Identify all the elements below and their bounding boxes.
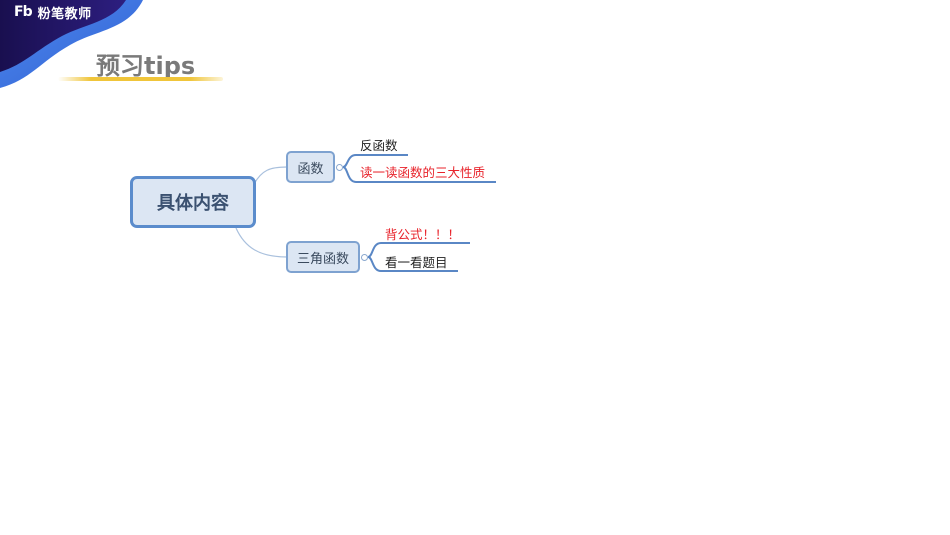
brand-corner-decoration [0,0,143,88]
mindmap-root-node[interactable]: 具体内容 [130,176,256,228]
title-underline [58,77,223,81]
fenbi-logo-icon: Fb [14,4,33,20]
leaf-function-properties[interactable]: 读一读函数的三大性质 [360,165,486,180]
slide-title: 预习tips [96,52,196,80]
leaf-look-at-questions[interactable]: 看一看题目 [385,255,448,270]
mindmap-node-trig-function[interactable]: 三角函数 [286,241,360,273]
brand-logo-group: Fb 粉笔教师 [14,3,92,22]
leaf-memorize-formulas[interactable]: 背公式！！！ [385,227,461,242]
brand-name: 粉笔教师 [37,6,92,22]
collapse-toggle-icon[interactable] [361,254,368,261]
leaf-inverse-function[interactable]: 反函数 [360,138,398,153]
mindmap-node-function[interactable]: 函数 [286,151,335,183]
collapse-toggle-icon[interactable] [336,164,343,171]
